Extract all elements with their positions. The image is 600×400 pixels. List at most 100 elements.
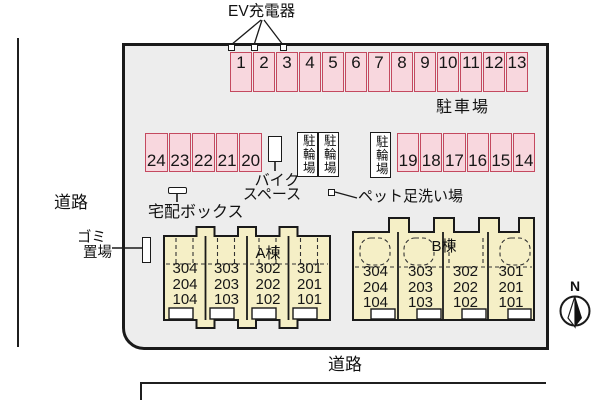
stall-number: 22 xyxy=(194,151,213,170)
room-number: 301 xyxy=(296,260,323,277)
room-number: 302 xyxy=(255,260,281,277)
unit-rooms: 304 204 104 xyxy=(164,261,206,308)
room-number: 302 xyxy=(452,263,479,280)
room-number: 202 xyxy=(255,275,281,293)
parking-stall: 17 xyxy=(443,133,466,172)
room-number: 201 xyxy=(296,275,323,293)
stall-number: 10 xyxy=(438,53,458,72)
ev-marker-3 xyxy=(280,44,287,51)
parking-stall: 1 xyxy=(230,52,252,92)
ev-marker-1 xyxy=(228,44,235,51)
room-number: 204 xyxy=(362,278,389,296)
parking-stall: 9 xyxy=(414,52,436,92)
room-number: 101 xyxy=(296,291,323,308)
parking-stall: 21 xyxy=(215,133,239,172)
parking-stall: 7 xyxy=(368,52,390,92)
stall-number: 1 xyxy=(236,53,246,72)
room-number: 203 xyxy=(213,275,240,293)
stall-number: 23 xyxy=(170,151,190,170)
stall-number: 12 xyxy=(484,53,504,72)
room-number: 104 xyxy=(362,294,389,311)
delivery-box-icon xyxy=(168,187,187,194)
stall-number: 13 xyxy=(507,53,527,72)
parking-row-mid-right: 19 18 17 16 15 14 xyxy=(397,133,536,172)
building-b-label: B棟 xyxy=(431,238,457,255)
bicycle-parking-box-2: 駐輪場 xyxy=(318,132,339,177)
building-b-unit-dividers xyxy=(397,232,489,320)
room-number: 204 xyxy=(172,275,198,293)
road-left-label: 道路 xyxy=(54,193,88,212)
stall-number: 7 xyxy=(374,53,384,72)
parking-stall: 18 xyxy=(420,133,443,172)
stall-number: 19 xyxy=(398,151,418,170)
room-number: 203 xyxy=(407,278,434,296)
parking-stall: 11 xyxy=(460,52,482,92)
compass-n-label: N xyxy=(569,278,581,294)
delivery-box-label: 宅配ボックス xyxy=(148,204,244,221)
bike-space-label: バイク スペース xyxy=(236,172,308,203)
unit-rooms: 301 201 101 xyxy=(488,264,534,311)
stall-number: 15 xyxy=(491,151,511,170)
garbage-area-label: ゴミ 置場 xyxy=(68,231,112,261)
parking-stall: 12 xyxy=(483,52,505,92)
unit-rooms: 302 202 102 xyxy=(247,261,289,308)
building-a-label: A棟 xyxy=(255,245,281,262)
stall-number: 3 xyxy=(282,53,292,72)
room-number: 102 xyxy=(255,291,281,308)
parking-stall: 4 xyxy=(299,52,321,92)
parking-stall: 14 xyxy=(512,133,536,172)
parking-stall: 3 xyxy=(276,52,298,92)
building-b xyxy=(352,217,535,321)
stall-number: 8 xyxy=(397,53,407,72)
stall-number: 18 xyxy=(421,151,441,170)
building-b-balcony-dashes xyxy=(355,237,532,268)
parking-stall: 8 xyxy=(391,52,413,92)
parking-stall: 22 xyxy=(192,133,215,172)
stall-number: 24 xyxy=(146,151,166,170)
pet-wash-icon xyxy=(328,189,335,196)
parking-stall: 5 xyxy=(322,52,344,92)
building-a xyxy=(163,226,331,329)
bike-space-label-line1: バイク xyxy=(254,172,300,189)
parking-stall: 6 xyxy=(345,52,367,92)
parking-row-mid-left: 24 23 22 21 20 xyxy=(145,133,262,172)
building-a-balcony-dashes xyxy=(166,238,328,265)
parking-stall: 2 xyxy=(253,52,275,92)
unit-rooms: 302 202 102 xyxy=(443,264,488,311)
stall-number: 6 xyxy=(351,53,361,72)
room-number: 201 xyxy=(498,278,524,296)
room-number: 102 xyxy=(452,294,479,311)
parking-stall: 10 xyxy=(437,52,459,92)
parking-stall: 23 xyxy=(168,133,192,172)
parking-stall: 13 xyxy=(506,52,528,92)
stall-number: 11 xyxy=(462,53,480,72)
room-number: 103 xyxy=(407,294,434,311)
road-bottom-label: 道路 xyxy=(328,355,362,374)
stall-number: 2 xyxy=(259,53,269,72)
garbage-label-line2: 置場 xyxy=(83,245,112,261)
stall-number: 20 xyxy=(241,151,261,170)
ev-connector-lines xyxy=(230,19,284,46)
garbage-area-icon xyxy=(142,237,151,263)
room-number: 101 xyxy=(498,294,524,311)
ev-marker-2 xyxy=(251,44,258,51)
parking-stall: 16 xyxy=(466,133,489,172)
room-number: 301 xyxy=(498,263,524,280)
room-number: 202 xyxy=(452,278,479,296)
stall-number: 9 xyxy=(420,53,430,72)
unit-rooms: 303 203 103 xyxy=(398,264,443,311)
building-a-unit-dividers xyxy=(204,236,290,320)
stall-number: 14 xyxy=(514,151,534,170)
unit-rooms: 301 201 101 xyxy=(289,261,331,308)
parking-lot-label: 駐車場 xyxy=(436,99,491,116)
road-bottom-corner xyxy=(140,382,142,400)
stall-number: 21 xyxy=(217,151,237,170)
parking-stall: 20 xyxy=(239,133,262,172)
parking-stall: 15 xyxy=(489,133,512,172)
bike-space-label-line2: スペース xyxy=(242,186,302,203)
bicycle-parking-box-1: 駐輪場 xyxy=(297,132,318,177)
room-number: 304 xyxy=(172,260,198,277)
unit-rooms: 303 203 103 xyxy=(206,261,248,308)
